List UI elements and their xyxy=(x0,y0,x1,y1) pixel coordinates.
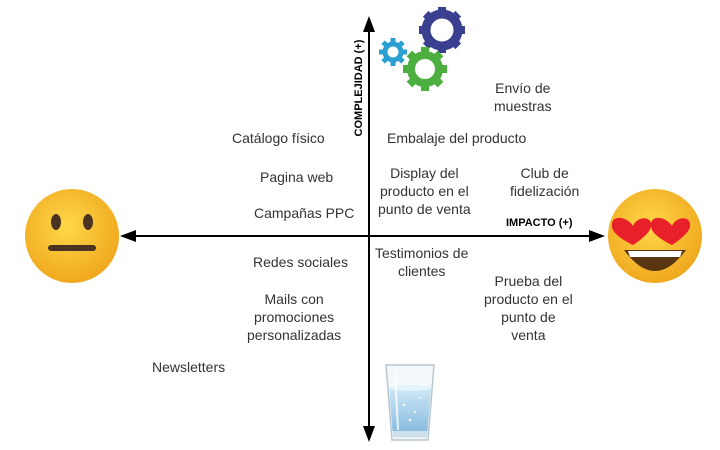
item-embalaje-del-producto: Embalaje del producto xyxy=(387,130,527,146)
water-glass-icon xyxy=(385,364,435,441)
horizontal-axis-arrow-left xyxy=(120,230,136,242)
vertical-axis-arrow-up xyxy=(363,16,375,32)
item-club-de-fidelizacion: Club de fidelización xyxy=(510,165,580,199)
horizontal-axis-arrow-right xyxy=(589,230,605,242)
item-testimonios-de-clientes: Testimonios de clientes xyxy=(375,245,469,279)
neutral-face-emoji-icon xyxy=(25,189,119,283)
heart-eyes-emoji-icon xyxy=(608,189,702,283)
axes xyxy=(120,16,605,442)
item-catalogo-fisico: Catálogo físico xyxy=(232,130,325,146)
item-pagina-web: Pagina web xyxy=(260,169,334,185)
item-mails: Mails con promociones personalizadas xyxy=(247,291,342,343)
vertical-axis-arrow-down xyxy=(363,426,375,442)
item-envio-de-muestras: Envío de muestras xyxy=(494,80,552,114)
item-newsletters: Newsletters xyxy=(152,359,226,375)
item-campanas-ppc: Campañas PPC xyxy=(254,205,355,221)
x-axis-label: IMPACTO (+) xyxy=(506,217,573,229)
item-prueba-del-producto: Prueba del producto en el punto de venta xyxy=(484,273,573,343)
item-redes-sociales: Redes sociales xyxy=(253,254,348,270)
y-axis-label: COMPLEJIDAD (+) xyxy=(353,39,365,137)
gears-icon xyxy=(379,7,465,91)
gear-large xyxy=(419,7,465,53)
item-display-del-producto: Display del producto en el punto de vent… xyxy=(378,165,471,217)
gear-small xyxy=(379,38,407,66)
gear-medium xyxy=(403,47,447,91)
